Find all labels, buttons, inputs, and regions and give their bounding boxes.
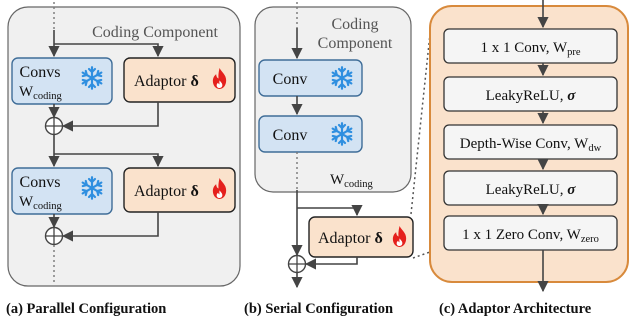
parallel-title: Coding Component	[92, 24, 218, 41]
s-conv2-block: Conv	[258, 115, 363, 153]
p2-branch-arrow	[54, 153, 164, 168]
p2-adaptor-out-arrow	[61, 212, 159, 242]
p1-convs-block: Convs Wcoding	[11, 57, 113, 105]
zoom-connector-top	[410, 33, 431, 215]
s-adaptor-label: Adaptor δ	[318, 230, 383, 247]
p2-convs-block: Convs Wcoding	[11, 167, 113, 215]
arch-layer-5-label: 1 x 1 Zero Conv, Wzero	[462, 227, 599, 245]
p2-convs-label: Convs	[20, 174, 61, 191]
parallel-configuration: Coding Component Convs Wcoding Adaptor δ…	[6, 2, 241, 317]
p1-branch-arrow	[54, 43, 164, 58]
serial-configuration: Coding Component Conv Conv Wcoding Adapt…	[244, 2, 414, 317]
s-conv1-block: Conv	[258, 59, 363, 97]
s-conv1-label: Conv	[273, 71, 308, 88]
p1-sum-node	[44, 116, 64, 136]
p2-adaptor-label: Adaptor δ	[134, 183, 199, 200]
arch-layer-3-label: Depth-Wise Conv, Wdw	[460, 136, 602, 154]
p1-weight: Wcoding	[19, 84, 62, 102]
arch-layer-zero-conv: 1 x 1 Zero Conv, Wzero	[443, 215, 618, 251]
p2-sum-node	[44, 226, 64, 246]
parallel-caption: (a) Parallel Configuration	[6, 301, 166, 317]
p2-adaptor-block: Adaptor δ	[123, 167, 236, 213]
serial-title-line1: Coding	[331, 16, 378, 33]
s-sum-node	[287, 254, 307, 274]
serial-title-line2: Component	[318, 35, 393, 52]
arch-caption: (c) Adaptor Architecture	[439, 301, 592, 317]
p1-adaptor-block: Adaptor δ	[123, 57, 236, 103]
adaptor-architecture: 1 x 1 Conv, Wpre LeakyReLU, σ Depth-Wise…	[429, 0, 629, 317]
p1-convs-label: Convs	[20, 64, 61, 81]
arch-layer-leakyrelu-1: LeakyReLU, σ	[443, 76, 618, 112]
arch-layer-2-label: LeakyReLU, σ	[486, 88, 577, 104]
arch-layer-depthwise: Depth-Wise Conv, Wdw	[443, 124, 618, 160]
p1-adaptor-label: Adaptor δ	[134, 73, 199, 90]
arch-layer-4-label: LeakyReLU, σ	[486, 182, 577, 198]
s-branch-arrow	[297, 204, 363, 217]
parallel-panel	[7, 6, 241, 287]
s-adaptor-out-arrow	[304, 257, 358, 270]
s-adaptor-block: Adaptor δ	[308, 216, 414, 258]
zoom-connector-bottom	[412, 251, 431, 259]
serial-weight: Wcoding	[330, 172, 373, 190]
arch-layer-1-label: 1 x 1 Conv, Wpre	[480, 40, 580, 58]
p2-weight: Wcoding	[19, 194, 62, 212]
serial-caption: (b) Serial Configuration	[244, 301, 393, 317]
s-conv2-label: Conv	[273, 127, 308, 144]
p1-adaptor-out-arrow	[61, 102, 159, 132]
arch-layer-leakyrelu-2: LeakyReLU, σ	[443, 170, 618, 206]
arch-layer-conv-pre: 1 x 1 Conv, Wpre	[443, 28, 618, 64]
